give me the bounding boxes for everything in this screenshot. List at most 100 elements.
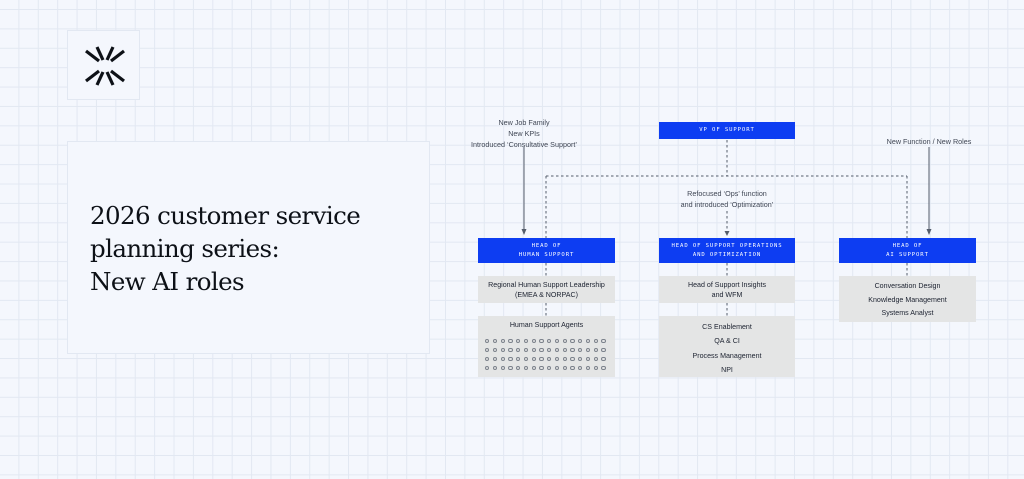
head-ops-line-2: AND OPTIMIZATION (692, 251, 762, 258)
support-insights-box: Head of Support Insights and WFM (659, 276, 795, 303)
head-ops-line-1: HEAD OF SUPPORT OPERATIONS (671, 242, 783, 249)
agent-circle (570, 339, 575, 344)
annotation-human-line-1: New Job Family (498, 118, 550, 127)
agent-circle (485, 365, 490, 371)
page-title-line-1: 2026 customer service (90, 201, 361, 230)
annotation-human: New Job Family New KPIs Introduced ‘Cons… (468, 117, 580, 150)
agent-circle (516, 339, 521, 344)
agent-circle (531, 356, 536, 362)
arrowhead-human (521, 229, 527, 235)
agent-circle (516, 347, 521, 353)
support-insights-line-2: and WFM (711, 291, 743, 299)
agent-circle (516, 365, 521, 371)
ai-role-item: Systems Analyst (881, 309, 934, 317)
agent-circles (485, 339, 609, 371)
agent-circle (547, 339, 552, 344)
agent-circle (523, 347, 529, 353)
ops-team-item: QA & CI (714, 337, 740, 346)
agent-circle (508, 365, 513, 371)
annotation-human-line-3: Introduced ‘Consultative Support’ (471, 140, 577, 149)
agent-circle (562, 365, 567, 371)
agent-circle (601, 365, 606, 371)
brand-logo (67, 30, 140, 100)
agent-circle (593, 339, 598, 344)
agent-circle (500, 365, 505, 371)
ops-teams-box: CS Enablement QA & CI Process Management… (659, 316, 795, 377)
page-title-line-2: planning series: (90, 234, 280, 263)
annotation-ops-line-1: Refocused ‘Ops’ function (687, 189, 767, 198)
agent-circle (570, 347, 575, 353)
agent-circle (531, 365, 536, 371)
agent-circle (523, 365, 529, 371)
vp-of-support-box: VP OF SUPPORT (659, 122, 795, 139)
agent-circle (531, 339, 536, 344)
title-card: 2026 customer service planning series: N… (67, 141, 430, 354)
ai-role-item: Knowledge Management (868, 295, 947, 304)
ai-roles-box: Conversation Design Knowledge Management… (839, 276, 976, 322)
head-of-ai-support-box: HEAD OF AI SUPPORT (839, 238, 976, 263)
agent-circle (601, 356, 606, 362)
agent-circle (554, 339, 560, 344)
ops-team-item: CS Enablement (702, 323, 752, 331)
vp-of-support-label: VP OF SUPPORT (699, 127, 755, 133)
agent-circle (578, 339, 583, 344)
head-ai-line-2: AI SUPPORT (886, 251, 929, 258)
agent-circle (601, 339, 606, 344)
annotation-ai-line-1: New Function / New Roles (886, 137, 972, 146)
head-of-support-operations-box: HEAD OF SUPPORT OPERATIONS AND OPTIMIZAT… (659, 238, 795, 263)
agent-circle (492, 339, 498, 344)
annotation-ai: New Function / New Roles (880, 136, 978, 147)
agent-circle (492, 365, 498, 371)
human-support-agents-label: Human Support Agents (509, 321, 584, 329)
arrowhead-ai (926, 229, 932, 235)
annotation-human-line-2: New KPIs (508, 129, 540, 138)
agent-circle (554, 365, 560, 371)
agent-circle (585, 339, 591, 344)
head-human-line-2: HUMAN SUPPORT (518, 251, 575, 258)
agent-circle (492, 356, 498, 362)
agent-circle (523, 356, 529, 362)
regional-leadership-line-2: (EMEA & NORPAC) (515, 291, 578, 299)
agent-circle (585, 365, 591, 371)
arrowhead-ops (724, 231, 730, 236)
agent-circle (554, 347, 560, 353)
page-title-line-3: New AI roles (90, 267, 245, 296)
agent-circle (539, 347, 544, 353)
agent-circle (508, 356, 513, 362)
agent-circle (562, 356, 567, 362)
agent-circle (485, 347, 490, 353)
agent-circle (500, 347, 505, 353)
agent-circle (539, 356, 544, 362)
agent-circle (585, 356, 591, 362)
agent-circle (578, 347, 583, 353)
agent-circle (516, 356, 521, 362)
agent-circle (508, 339, 513, 344)
agent-circle (570, 356, 575, 362)
ai-role-item: Conversation Design (874, 282, 941, 290)
agent-circle (485, 356, 490, 362)
agent-circle (562, 339, 567, 344)
agent-circle (593, 347, 598, 353)
agent-circle (531, 347, 536, 353)
regional-leadership-line-1: Regional Human Support Leadership (488, 281, 605, 289)
agent-circle (492, 347, 498, 353)
agent-circle (539, 365, 544, 371)
agent-circle (508, 347, 513, 353)
agent-circle (485, 339, 490, 344)
head-ai-line-1: HEAD OF (892, 242, 923, 249)
agent-circle (523, 339, 529, 344)
agent-circle (539, 339, 544, 344)
agent-circle (547, 347, 552, 353)
ops-team-item: NPI (721, 365, 733, 374)
annotation-ops: Refocused ‘Ops’ function and introduced … (670, 188, 784, 210)
agent-circle (578, 356, 583, 362)
agent-circle (593, 356, 598, 362)
brand-burst-icon (85, 46, 125, 86)
agent-circle (601, 347, 606, 353)
agent-circle (578, 365, 583, 371)
agent-circle (547, 365, 552, 371)
ops-team-item: Process Management (692, 351, 762, 360)
support-insights-line-1: Head of Support Insights (687, 281, 767, 289)
